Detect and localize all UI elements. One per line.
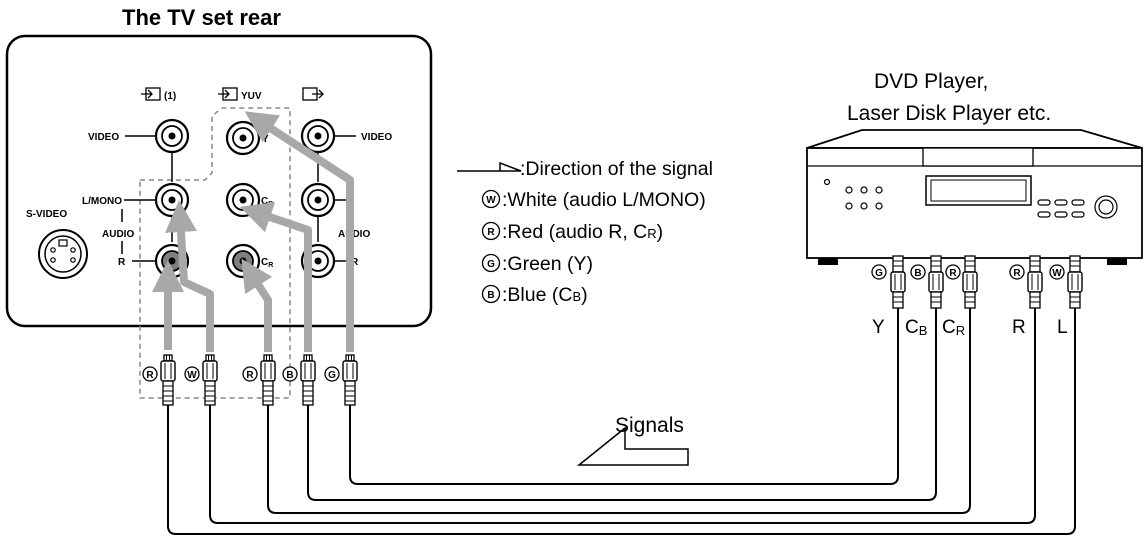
signal-arrow-cb bbox=[239, 201, 312, 352]
legend-blue-badge: B bbox=[481, 284, 501, 304]
video-right-label: VIDEO bbox=[361, 132, 392, 143]
input-1-icon bbox=[141, 87, 161, 101]
yuv-input-icon bbox=[218, 87, 238, 101]
device-label-line1: DVD Player, bbox=[874, 70, 988, 93]
r-left-label: R bbox=[118, 257, 126, 268]
input-group-outline bbox=[139, 107, 291, 399]
direction-arrow-icon bbox=[457, 161, 522, 172]
svg-text:R: R bbox=[1013, 268, 1021, 279]
output-icon bbox=[302, 87, 324, 101]
y-jack-label: Y bbox=[262, 134, 269, 145]
legend-white: :White (audio L/MONO) bbox=[502, 189, 706, 211]
legend-green-badge: G bbox=[481, 253, 501, 273]
audio-right-label: AUDIO bbox=[338, 229, 370, 240]
svideo-label: S-VIDEO bbox=[26, 209, 67, 220]
cable-cr bbox=[267, 283, 971, 514]
cable-cb bbox=[307, 283, 937, 501]
plug-tv-cb bbox=[300, 354, 316, 406]
svg-text:B: B bbox=[286, 370, 293, 381]
svg-text:B: B bbox=[914, 268, 921, 279]
video-left-label: VIDEO bbox=[88, 132, 119, 143]
plug-dvd-r bbox=[1027, 255, 1043, 309]
badge-tv-cr: R bbox=[242, 366, 258, 382]
tv-rear-title: The TV set rear bbox=[122, 5, 281, 30]
cable-label-cb: CB bbox=[905, 317, 927, 338]
cable-r bbox=[209, 283, 1036, 524]
signal-arrow-cr bbox=[241, 258, 273, 352]
legend-direction: :Direction of the signal bbox=[520, 158, 713, 180]
plug-tv-y bbox=[342, 354, 358, 406]
svg-text:B: B bbox=[487, 290, 494, 301]
audio-left-label: AUDIO bbox=[102, 229, 134, 240]
tv-rear-panel bbox=[5, 34, 433, 328]
svg-text:R: R bbox=[146, 370, 154, 381]
badge-dvd-cr: R bbox=[945, 264, 961, 280]
cable-label-l: L bbox=[1057, 317, 1068, 338]
svg-text:W: W bbox=[187, 370, 197, 381]
svg-text:G: G bbox=[875, 268, 883, 279]
y-jack bbox=[225, 120, 261, 156]
cable-label-r: R bbox=[1012, 317, 1026, 338]
signal-arrow-audio-l bbox=[164, 200, 214, 352]
plug-dvd-y bbox=[890, 255, 906, 309]
plug-dvd-cr bbox=[962, 255, 978, 309]
signal-arrow-y bbox=[244, 111, 354, 352]
lmono-label: L/MONO bbox=[82, 196, 122, 207]
cable-label-y: Y bbox=[872, 317, 885, 338]
cable-y bbox=[349, 283, 899, 485]
badge-tv-cb: B bbox=[282, 366, 298, 382]
plug-tv-l bbox=[202, 354, 218, 406]
badge-tv-r: R bbox=[142, 366, 158, 382]
device-label-line2: Laser Disk Player etc. bbox=[847, 102, 1051, 125]
plug-dvd-l bbox=[1067, 255, 1083, 309]
badge-dvd-y: G bbox=[871, 264, 887, 280]
legend-red: :Red (audio R, CR) bbox=[502, 221, 663, 243]
plug-tv-r bbox=[160, 354, 176, 406]
cable-label-cr: CR bbox=[942, 317, 965, 338]
plug-dvd-cb bbox=[928, 255, 944, 309]
badge-tv-w: W bbox=[184, 366, 200, 382]
dvd-player bbox=[806, 129, 1143, 265]
signal-arrows bbox=[152, 111, 354, 352]
badge-dvd-l: W bbox=[1049, 264, 1065, 280]
input-1-label: (1) bbox=[164, 91, 176, 102]
audio-l-mono-jack bbox=[154, 182, 190, 218]
s-video-jack bbox=[38, 229, 88, 279]
badge-dvd-r: R bbox=[1009, 264, 1025, 280]
signals-arrow-icon bbox=[576, 426, 689, 466]
svg-text:R: R bbox=[949, 268, 957, 279]
badge-tv-y: G bbox=[324, 366, 340, 382]
svg-text:R: R bbox=[246, 370, 254, 381]
cable-l bbox=[167, 283, 1076, 535]
cables bbox=[167, 283, 1076, 535]
legend-white-badge: W bbox=[481, 189, 501, 209]
video-in-jack bbox=[154, 118, 190, 154]
legend-blue: :Blue (CB) bbox=[502, 284, 588, 306]
svg-text:R: R bbox=[487, 227, 495, 238]
badge-dvd-cb: B bbox=[910, 264, 926, 280]
signals-label: Signals bbox=[615, 414, 684, 437]
svg-text:G: G bbox=[328, 370, 336, 381]
svg-text:W: W bbox=[486, 195, 496, 206]
svg-text:G: G bbox=[487, 259, 495, 270]
legend-green: :Green (Y) bbox=[502, 253, 593, 275]
plug-tv-cr bbox=[260, 354, 276, 406]
legend-red-badge: R bbox=[481, 221, 501, 241]
yuv-label: YUV bbox=[241, 91, 262, 102]
r-right-label: R bbox=[351, 257, 359, 268]
cb-jack bbox=[225, 182, 261, 218]
svg-text:W: W bbox=[1052, 268, 1062, 279]
audio-out-l-jack bbox=[300, 182, 336, 218]
